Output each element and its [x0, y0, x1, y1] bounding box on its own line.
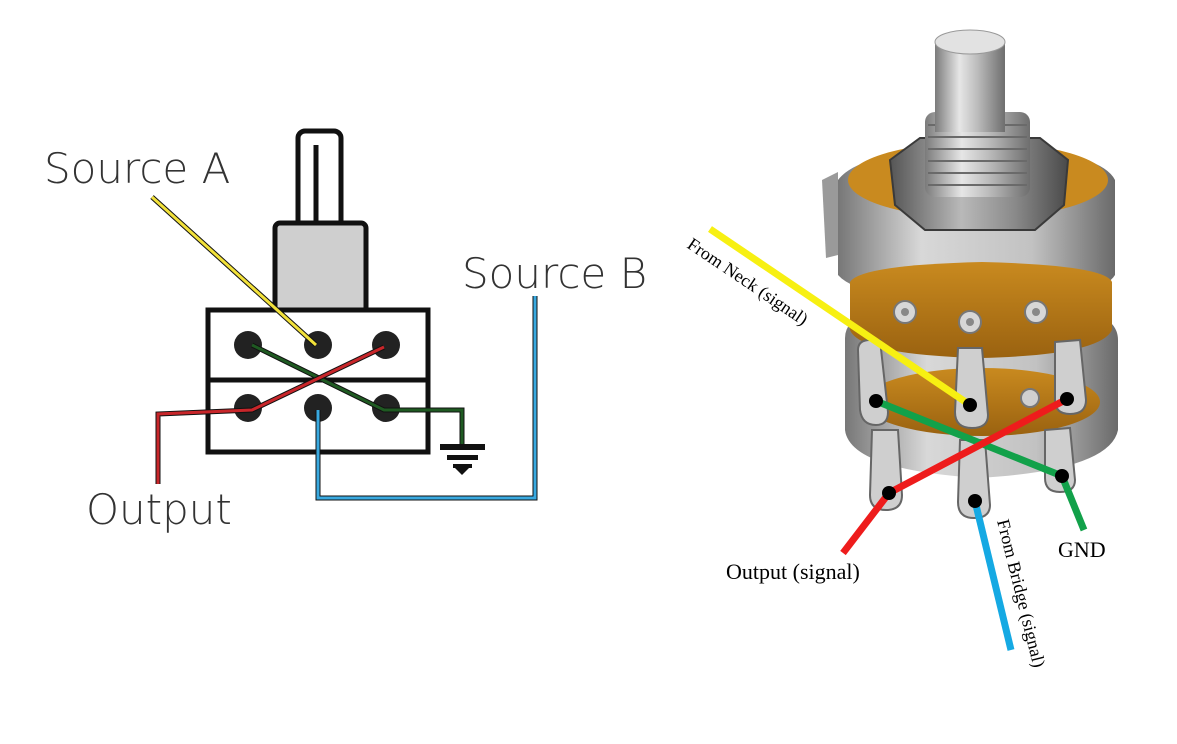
wire-source-b	[316, 296, 537, 500]
wire-gnd	[1058, 474, 1088, 532]
lug-top-right	[372, 331, 400, 359]
photo-lugs	[856, 338, 1088, 520]
shaft-top	[934, 29, 1006, 55]
connection-dots	[869, 392, 1074, 508]
wire-gnd-diagonal	[874, 397, 1064, 480]
wire-from-neck	[708, 226, 972, 408]
pot-shaft-photo	[935, 42, 1005, 132]
upper-board	[850, 262, 1112, 358]
label-source-b: Source B	[462, 249, 647, 298]
bushing-threads	[928, 124, 1027, 186]
wire-output-diagonal	[887, 395, 1069, 497]
lug-top-left	[234, 331, 262, 359]
schematic-potentiometer: Source A Source B Output	[44, 128, 647, 534]
board-rivets	[893, 300, 1048, 408]
wire-output	[156, 345, 385, 484]
photo-potentiometer: From Neck (signal) From Bridge (signal) …	[683, 29, 1118, 670]
label-output-signal: Output (signal)	[726, 559, 860, 584]
mount-tab	[822, 172, 838, 258]
wire-from-bridge	[971, 500, 1015, 651]
label-output: Output	[86, 485, 232, 534]
label-gnd: GND	[1058, 537, 1106, 562]
wire-output-signal	[840, 490, 892, 556]
wire-source-a	[150, 195, 318, 347]
ground-symbol	[440, 444, 485, 475]
lug-bottom-middle	[304, 394, 332, 422]
pot-shaft	[295, 128, 344, 234]
pot-bushing	[272, 220, 369, 316]
threaded-bushing	[925, 112, 1030, 197]
label-source-a: Source A	[44, 144, 230, 193]
